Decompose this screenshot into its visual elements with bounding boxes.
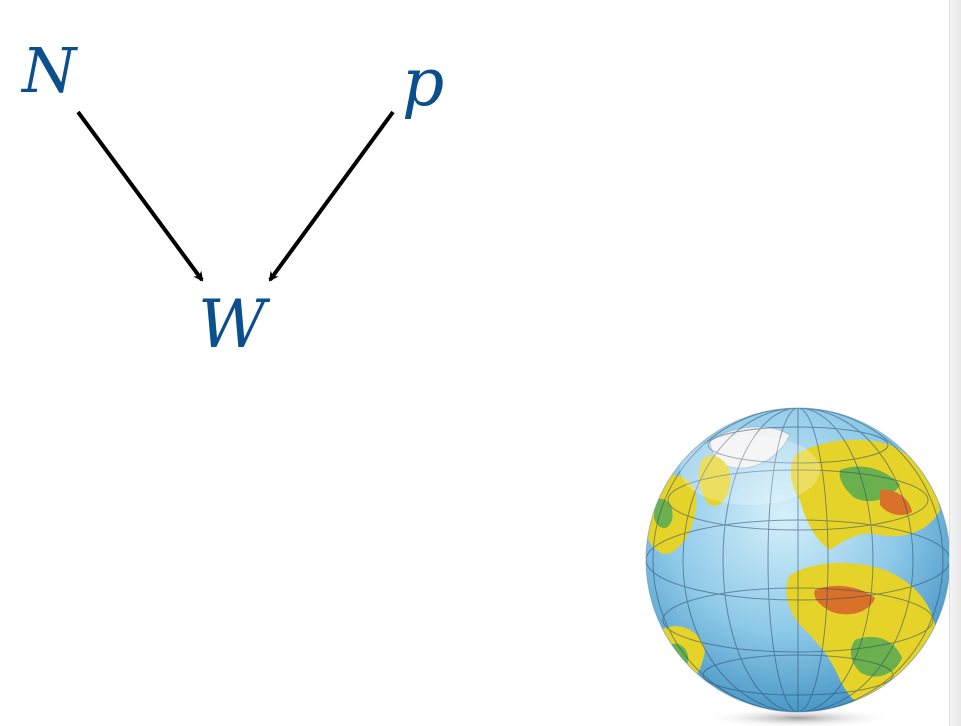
right-edge-strip — [949, 0, 961, 726]
node-p: p — [402, 44, 445, 121]
globe-icon — [645, 407, 951, 726]
globe-image — [640, 400, 960, 726]
node-w: W — [198, 286, 266, 363]
node-n: N — [22, 34, 77, 107]
edge-n-to-w — [76, 110, 204, 282]
edge-p-to-w — [268, 110, 395, 282]
